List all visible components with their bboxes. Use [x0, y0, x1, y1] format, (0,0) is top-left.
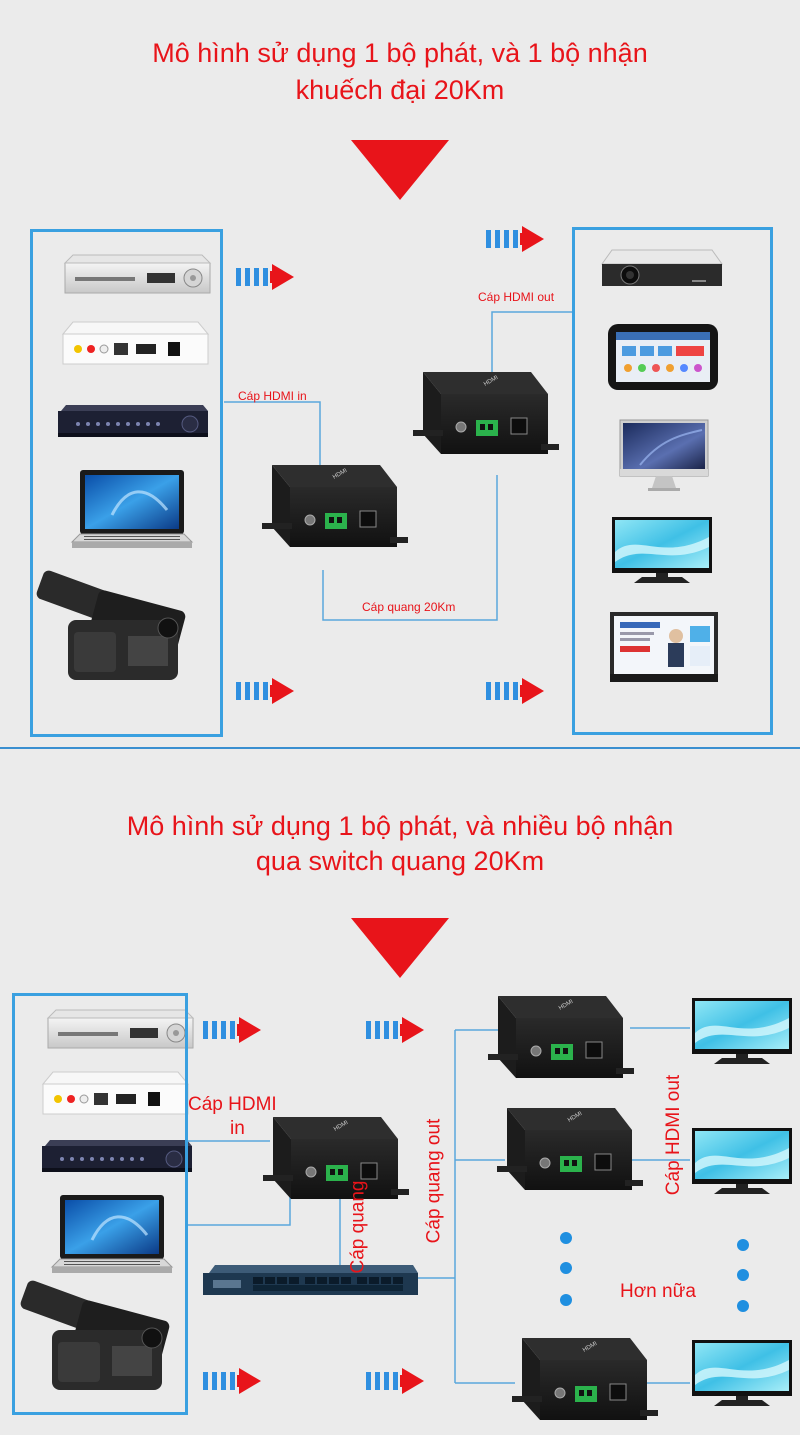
label-hdmi-in-2b: in: [230, 1118, 245, 1139]
receiver-2c: [511, 1337, 659, 1421]
connection-lines-1: [224, 311, 572, 621]
label-more: Hơn nữa: [620, 1281, 696, 1302]
arrow-1b: [486, 226, 544, 252]
label-hdmi-out-1: Cáp HDMI out: [478, 290, 555, 304]
source-devices-frame-1: [30, 229, 223, 737]
fiber-switch: [203, 1265, 418, 1295]
connection-lines-2: [188, 1027, 690, 1384]
section2-title-line1: Mô hình sử dụng 1 bộ phát, và nhiều bộ n…: [126, 811, 674, 841]
arrow-1d: [486, 678, 544, 704]
label-hdmi-in-2a: Cáp HDMI: [188, 1094, 277, 1115]
label-hdmi-out-2: Cáp HDMI out: [663, 1074, 685, 1196]
label-fiber-out: Cáp quang out: [423, 1118, 445, 1244]
arrow-1c: [236, 678, 294, 704]
arrow-2d: [366, 1368, 424, 1394]
section1-title-line1: Mô hình sử dụng 1 bộ phát, và 1 bộ nhận: [152, 38, 648, 68]
label-fiber-2: Cáp quang: [347, 1180, 369, 1274]
label-fiber-1: Cáp quang 20Km: [362, 600, 456, 614]
label-hdmi-in-1: Cáp HDMI in: [238, 389, 307, 403]
transmitter-2: [262, 1116, 410, 1200]
down-arrow-1: [351, 140, 449, 200]
more-dots: [560, 1232, 749, 1312]
transmitter-1: [261, 464, 409, 548]
down-arrow-2: [351, 918, 449, 978]
section2-title-line2: qua switch quang 20Km: [255, 846, 545, 876]
tv-monitor-2c: [692, 1340, 792, 1406]
display-devices-frame-1: [572, 227, 773, 735]
receiver-1: [412, 371, 560, 455]
tv-monitor-2a: [692, 998, 792, 1064]
arrow-2a: [203, 1017, 261, 1043]
receiver-2a: [487, 995, 635, 1079]
receiver-2b: [496, 1107, 644, 1191]
arrow-2b: [366, 1017, 424, 1043]
source-devices-frame-2: [12, 993, 188, 1415]
arrow-2c: [203, 1368, 261, 1394]
section1-title-line2: khuếch đại 20Km: [295, 75, 505, 105]
arrow-1a: [236, 264, 294, 290]
tv-monitor-2b: [692, 1128, 792, 1194]
